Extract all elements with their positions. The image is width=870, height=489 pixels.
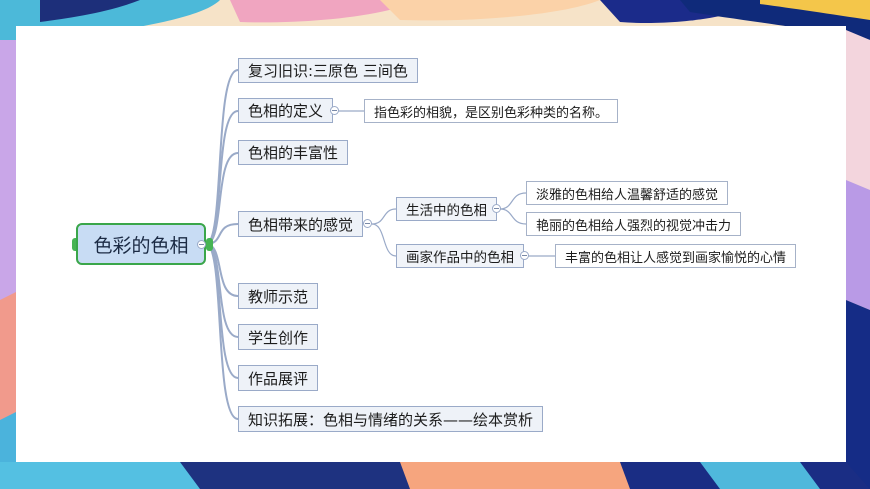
branch-demo-label: 教师示范 bbox=[248, 287, 309, 306]
root-label: 色彩的色相 bbox=[93, 234, 189, 257]
branch-creation-label: 学生创作 bbox=[248, 328, 309, 347]
branch-definition-label: 色相的定义 bbox=[248, 102, 324, 120]
branch-feelings-label: 色相带来的感觉 bbox=[248, 215, 354, 234]
leaf-life-2[interactable]: 艳丽的色相给人强烈的视觉冲击力 bbox=[526, 212, 742, 236]
definition-note-text: 指色彩的相貌，是区别色彩种类的名称。 bbox=[374, 105, 609, 121]
branch-review-works-label: 作品展评 bbox=[248, 369, 309, 388]
branch-richness-label: 色相的丰富性 bbox=[248, 144, 339, 162]
branch-demo[interactable]: 教师示范 bbox=[238, 283, 319, 309]
root-collapse-toggle[interactable] bbox=[197, 240, 206, 249]
branch-feelings[interactable]: 色相带来的感觉 bbox=[238, 211, 364, 237]
branch-feelings-collapse-toggle[interactable] bbox=[363, 219, 372, 228]
branch-richness[interactable]: 色相的丰富性 bbox=[238, 140, 349, 165]
subbranch-painter[interactable]: 画家作品中的色相 bbox=[396, 244, 524, 268]
branch-extension-label: 知识拓展：色相与情绪的关系——绘本赏析 bbox=[248, 410, 534, 429]
root-right-handle[interactable] bbox=[206, 238, 213, 251]
branch-extension[interactable]: 知识拓展：色相与情绪的关系——绘本赏析 bbox=[238, 406, 544, 432]
subbranch-painter-collapse-toggle[interactable] bbox=[520, 251, 529, 260]
branch-review-label: 复习旧识:三原色 三间色 bbox=[248, 62, 408, 80]
root-node[interactable]: 色彩的色相 bbox=[76, 223, 206, 265]
branch-review-works[interactable]: 作品展评 bbox=[238, 365, 319, 391]
subbranch-life-collapse-toggle[interactable] bbox=[492, 204, 501, 213]
subbranch-painter-label: 画家作品中的色相 bbox=[406, 250, 514, 266]
definition-note[interactable]: 指色彩的相貌，是区别色彩种类的名称。 bbox=[364, 99, 619, 123]
leaf-painter-1-text: 丰富的色相让人感觉到画家愉悦的心情 bbox=[565, 250, 787, 266]
leaf-life-1[interactable]: 淡雅的色相给人温馨舒适的感觉 bbox=[526, 181, 729, 205]
branch-review[interactable]: 复习旧识:三原色 三间色 bbox=[238, 58, 418, 83]
root-left-handle[interactable] bbox=[72, 238, 79, 251]
leaf-life-1-text: 淡雅的色相给人温馨舒适的感觉 bbox=[536, 187, 719, 203]
leaf-life-2-text: 艳丽的色相给人强烈的视觉冲击力 bbox=[536, 218, 732, 234]
leaf-painter-1[interactable]: 丰富的色相让人感觉到画家愉悦的心情 bbox=[555, 244, 797, 268]
branch-creation[interactable]: 学生创作 bbox=[238, 324, 319, 350]
branch-definition-collapse-toggle[interactable] bbox=[330, 106, 339, 115]
subbranch-life[interactable]: 生活中的色相 bbox=[396, 197, 497, 221]
subbranch-life-label: 生活中的色相 bbox=[406, 203, 487, 219]
branch-definition[interactable]: 色相的定义 bbox=[238, 98, 334, 123]
